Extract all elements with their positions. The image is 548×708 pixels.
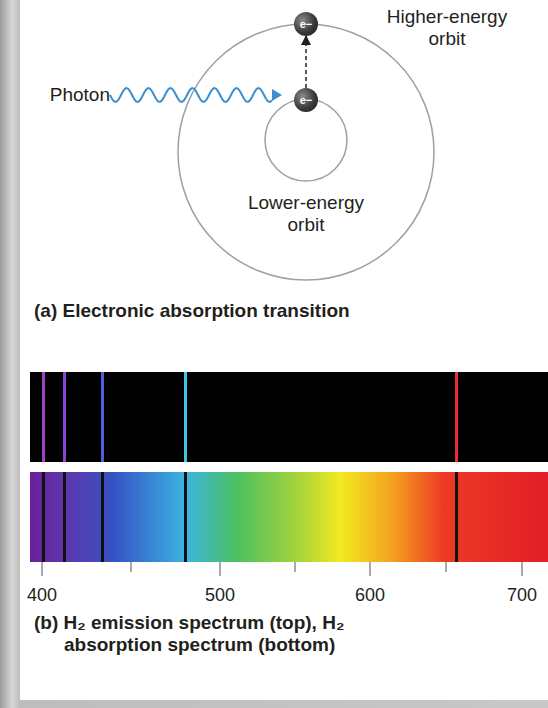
- absorption-line: [184, 472, 187, 562]
- emission-line: [455, 372, 458, 462]
- emission-line: [63, 372, 66, 462]
- emission-band: [30, 372, 548, 462]
- electron-symbol: e−: [300, 95, 313, 106]
- axis-ticks: [42, 562, 522, 576]
- absorption-band: [30, 472, 548, 562]
- axis-number: 700: [507, 584, 537, 606]
- axis-number: 400: [27, 584, 57, 606]
- photon-arrowhead: [272, 89, 282, 101]
- orbit-label: Lower-energy orbit: [231, 192, 381, 236]
- emission-line: [184, 372, 187, 462]
- absorption-line: [42, 472, 45, 562]
- transition-arrow: [305, 36, 307, 88]
- axis-number: 600: [355, 584, 385, 606]
- absorption-line: [63, 472, 66, 562]
- absorption-line: [455, 472, 458, 562]
- part-caption: (a) Electronic absorption transition: [34, 300, 534, 322]
- electron-symbol: e−: [300, 19, 313, 30]
- absorption-line: [101, 472, 104, 562]
- emission-line: [42, 372, 45, 462]
- electron: e−: [294, 88, 318, 112]
- emission-line: [101, 372, 104, 462]
- orbit-label: Higher-energy orbit: [372, 6, 522, 50]
- photon-wave: [110, 88, 272, 102]
- higher-orbit: [178, 24, 434, 280]
- part-caption: (b) H₂ emission spectrum (top), H₂ absor…: [34, 612, 426, 656]
- photon-label: Photon: [40, 84, 110, 106]
- electron: e−: [294, 12, 318, 36]
- axis-number: 500: [205, 584, 235, 606]
